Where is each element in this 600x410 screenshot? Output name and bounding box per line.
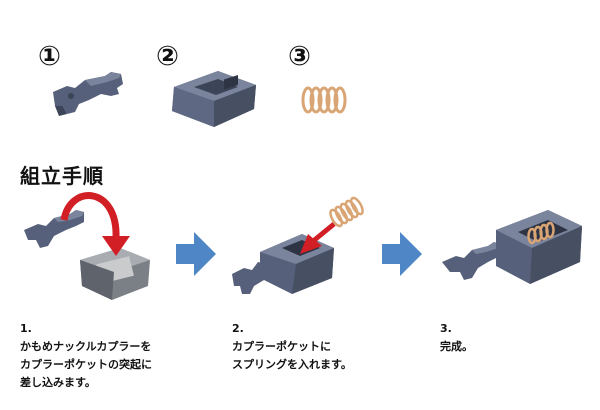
step2-illustration [232, 196, 364, 294]
step1-illustration [24, 192, 150, 300]
part-number-3: ③ [288, 41, 311, 72]
part-number-2: ② [156, 41, 179, 72]
step-1-number: 1. [20, 322, 32, 335]
step-3-number: 3. [440, 322, 452, 335]
step-3-text: 3. 完成。 [440, 320, 473, 356]
next-arrow-2 [382, 232, 422, 276]
step-2-text: 2. カプラーポケットに スプリングを入れます。 [232, 320, 352, 374]
knuckle-coupler-image [53, 72, 123, 116]
spring-image [301, 86, 347, 114]
next-arrow-1 [176, 232, 216, 276]
step-1-line-1: かもめナックルカプラーを [20, 340, 152, 353]
coupler-pocket-image [172, 71, 256, 127]
step3-illustration [442, 210, 582, 284]
step-2-line-2: スプリングを入れます。 [232, 358, 352, 371]
step-1-line-3: 差し込みます。 [20, 376, 96, 389]
part-number-1: ① [38, 41, 61, 72]
step-1-text: 1. かもめナックルカプラーを カプラーポケットの突起に 差し込みます。 [20, 320, 152, 392]
step-1-line-2: カプラーポケットの突起に [20, 358, 152, 371]
assembly-heading: 組立手順 [20, 164, 104, 188]
step-3-line-1: 完成。 [440, 340, 473, 353]
step-2-line-1: カプラーポケットに [232, 340, 331, 353]
step-2-number: 2. [232, 322, 244, 335]
